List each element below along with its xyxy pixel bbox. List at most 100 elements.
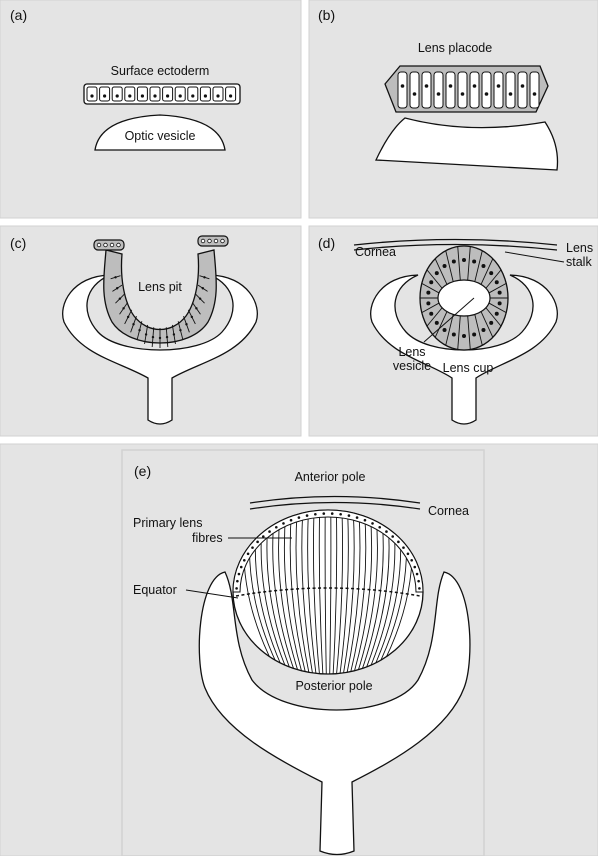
placode-cell — [530, 72, 539, 108]
pit-nucleus — [179, 329, 181, 331]
lens-cup-label: Lens cup — [443, 361, 494, 375]
vesicle-nucleus — [429, 280, 433, 284]
ectoderm-nucleus — [153, 94, 156, 97]
vesicle-nucleus — [462, 258, 466, 262]
epithelium-nucleus — [235, 587, 238, 590]
vesicle-nucleus — [472, 260, 476, 264]
epithelium-nucleus — [238, 573, 241, 576]
vesicle-nucleus — [452, 260, 456, 264]
rim-cell — [221, 239, 225, 243]
pit-nucleus — [173, 333, 175, 335]
lens-vesicle-label-2: vesicle — [393, 359, 431, 373]
epithelium-nucleus — [402, 546, 405, 549]
lens-vesicle-lumen — [438, 280, 490, 316]
ectoderm-nucleus — [216, 94, 219, 97]
pit-nucleus — [116, 287, 118, 289]
vesicle-nucleus — [443, 264, 447, 268]
optic-vesicle-label: Optic vesicle — [125, 129, 196, 143]
placode-nucleus — [401, 84, 405, 88]
ectoderm-nucleus — [90, 94, 93, 97]
pit-nucleus — [119, 297, 121, 299]
equator-label: Equator — [133, 583, 177, 597]
pit-nucleus — [199, 297, 201, 299]
placode-nucleus — [509, 92, 513, 96]
rim-cell — [97, 243, 101, 247]
vesicle-nucleus — [498, 301, 502, 305]
pit-nucleus — [202, 287, 204, 289]
epithelium-nucleus — [314, 513, 317, 516]
pit-nucleus — [159, 337, 161, 339]
pit-nucleus — [191, 316, 193, 318]
posterior-pole-label: Posterior pole — [295, 679, 372, 693]
vesicle-nucleus — [443, 328, 447, 332]
pit-nucleus — [138, 329, 140, 331]
vesicle-nucleus — [462, 334, 466, 338]
placode-cell — [410, 72, 419, 108]
vesicle-nucleus — [435, 271, 439, 275]
placode-nucleus — [473, 84, 477, 88]
pit-nucleus — [132, 323, 134, 325]
placode-cell — [518, 72, 527, 108]
ectoderm-nucleus — [166, 94, 169, 97]
epithelium-nucleus — [385, 530, 388, 533]
ectoderm-cell — [100, 87, 110, 101]
placode-nucleus — [413, 92, 417, 96]
surface-ectoderm-label: Surface ectoderm — [111, 64, 210, 78]
ectoderm-cell — [188, 87, 198, 101]
ectoderm-cell — [112, 87, 122, 101]
epithelium-nucleus — [331, 512, 334, 515]
epithelium-nucleus — [371, 522, 374, 525]
pit-nucleus — [127, 316, 129, 318]
placode-cell — [470, 72, 479, 108]
pit-nucleus — [114, 276, 116, 278]
epithelium-nucleus — [290, 519, 293, 522]
epithelium-nucleus — [275, 526, 278, 529]
lens-pit-label: Lens pit — [138, 280, 182, 294]
epithelium-nucleus — [262, 535, 265, 538]
rim-cell — [104, 243, 108, 247]
ectoderm-nucleus — [229, 94, 232, 97]
ectoderm-cell — [213, 87, 223, 101]
vesicle-nucleus — [426, 301, 430, 305]
pit-nucleus — [185, 323, 187, 325]
epithelium-nucleus — [413, 566, 416, 569]
lens-placode-label: Lens placode — [418, 41, 492, 55]
pit-nucleus — [195, 307, 197, 309]
epithelium-nucleus — [364, 519, 367, 522]
placode-cell — [422, 72, 431, 108]
placode-cell — [482, 72, 491, 108]
ectoderm-nucleus — [116, 94, 119, 97]
lens-stalk-label-1: Lens — [566, 241, 593, 255]
epithelium-nucleus — [282, 522, 285, 525]
panel-b-label: (b) — [318, 7, 335, 23]
epithelium-nucleus — [306, 514, 309, 517]
vesicle-nucleus — [481, 264, 485, 268]
ectoderm-cell — [125, 87, 135, 101]
epithelium-nucleus — [378, 526, 381, 529]
ectoderm-cell — [150, 87, 160, 101]
epithelium-nucleus — [298, 516, 301, 519]
placode-nucleus — [497, 84, 501, 88]
epithelium-nucleus — [236, 580, 239, 583]
cornea-d-label: Cornea — [355, 245, 396, 259]
pit-nucleus — [152, 336, 154, 338]
ectoderm-cell — [200, 87, 210, 101]
primary-fibres-label-1: Primary lens — [133, 516, 202, 530]
panel-c-label: (c) — [10, 235, 26, 251]
epithelium-nucleus — [410, 559, 413, 562]
ectoderm-cell — [163, 87, 173, 101]
rim-cell — [214, 239, 218, 243]
ectoderm-nucleus — [204, 94, 207, 97]
epithelium-nucleus — [268, 530, 271, 533]
vesicle-nucleus — [429, 312, 433, 316]
vesicle-nucleus — [495, 280, 499, 284]
ectoderm-nucleus — [141, 94, 144, 97]
placode-nucleus — [449, 84, 453, 88]
vesicle-nucleus — [452, 332, 456, 336]
epithelium-nucleus — [240, 566, 243, 569]
lens-vesicle-label-1: Lens — [398, 345, 425, 359]
rim-cell — [208, 239, 212, 243]
anterior-pole-label: Anterior pole — [295, 470, 366, 484]
ectoderm-nucleus — [128, 94, 131, 97]
ectoderm-nucleus — [191, 94, 194, 97]
